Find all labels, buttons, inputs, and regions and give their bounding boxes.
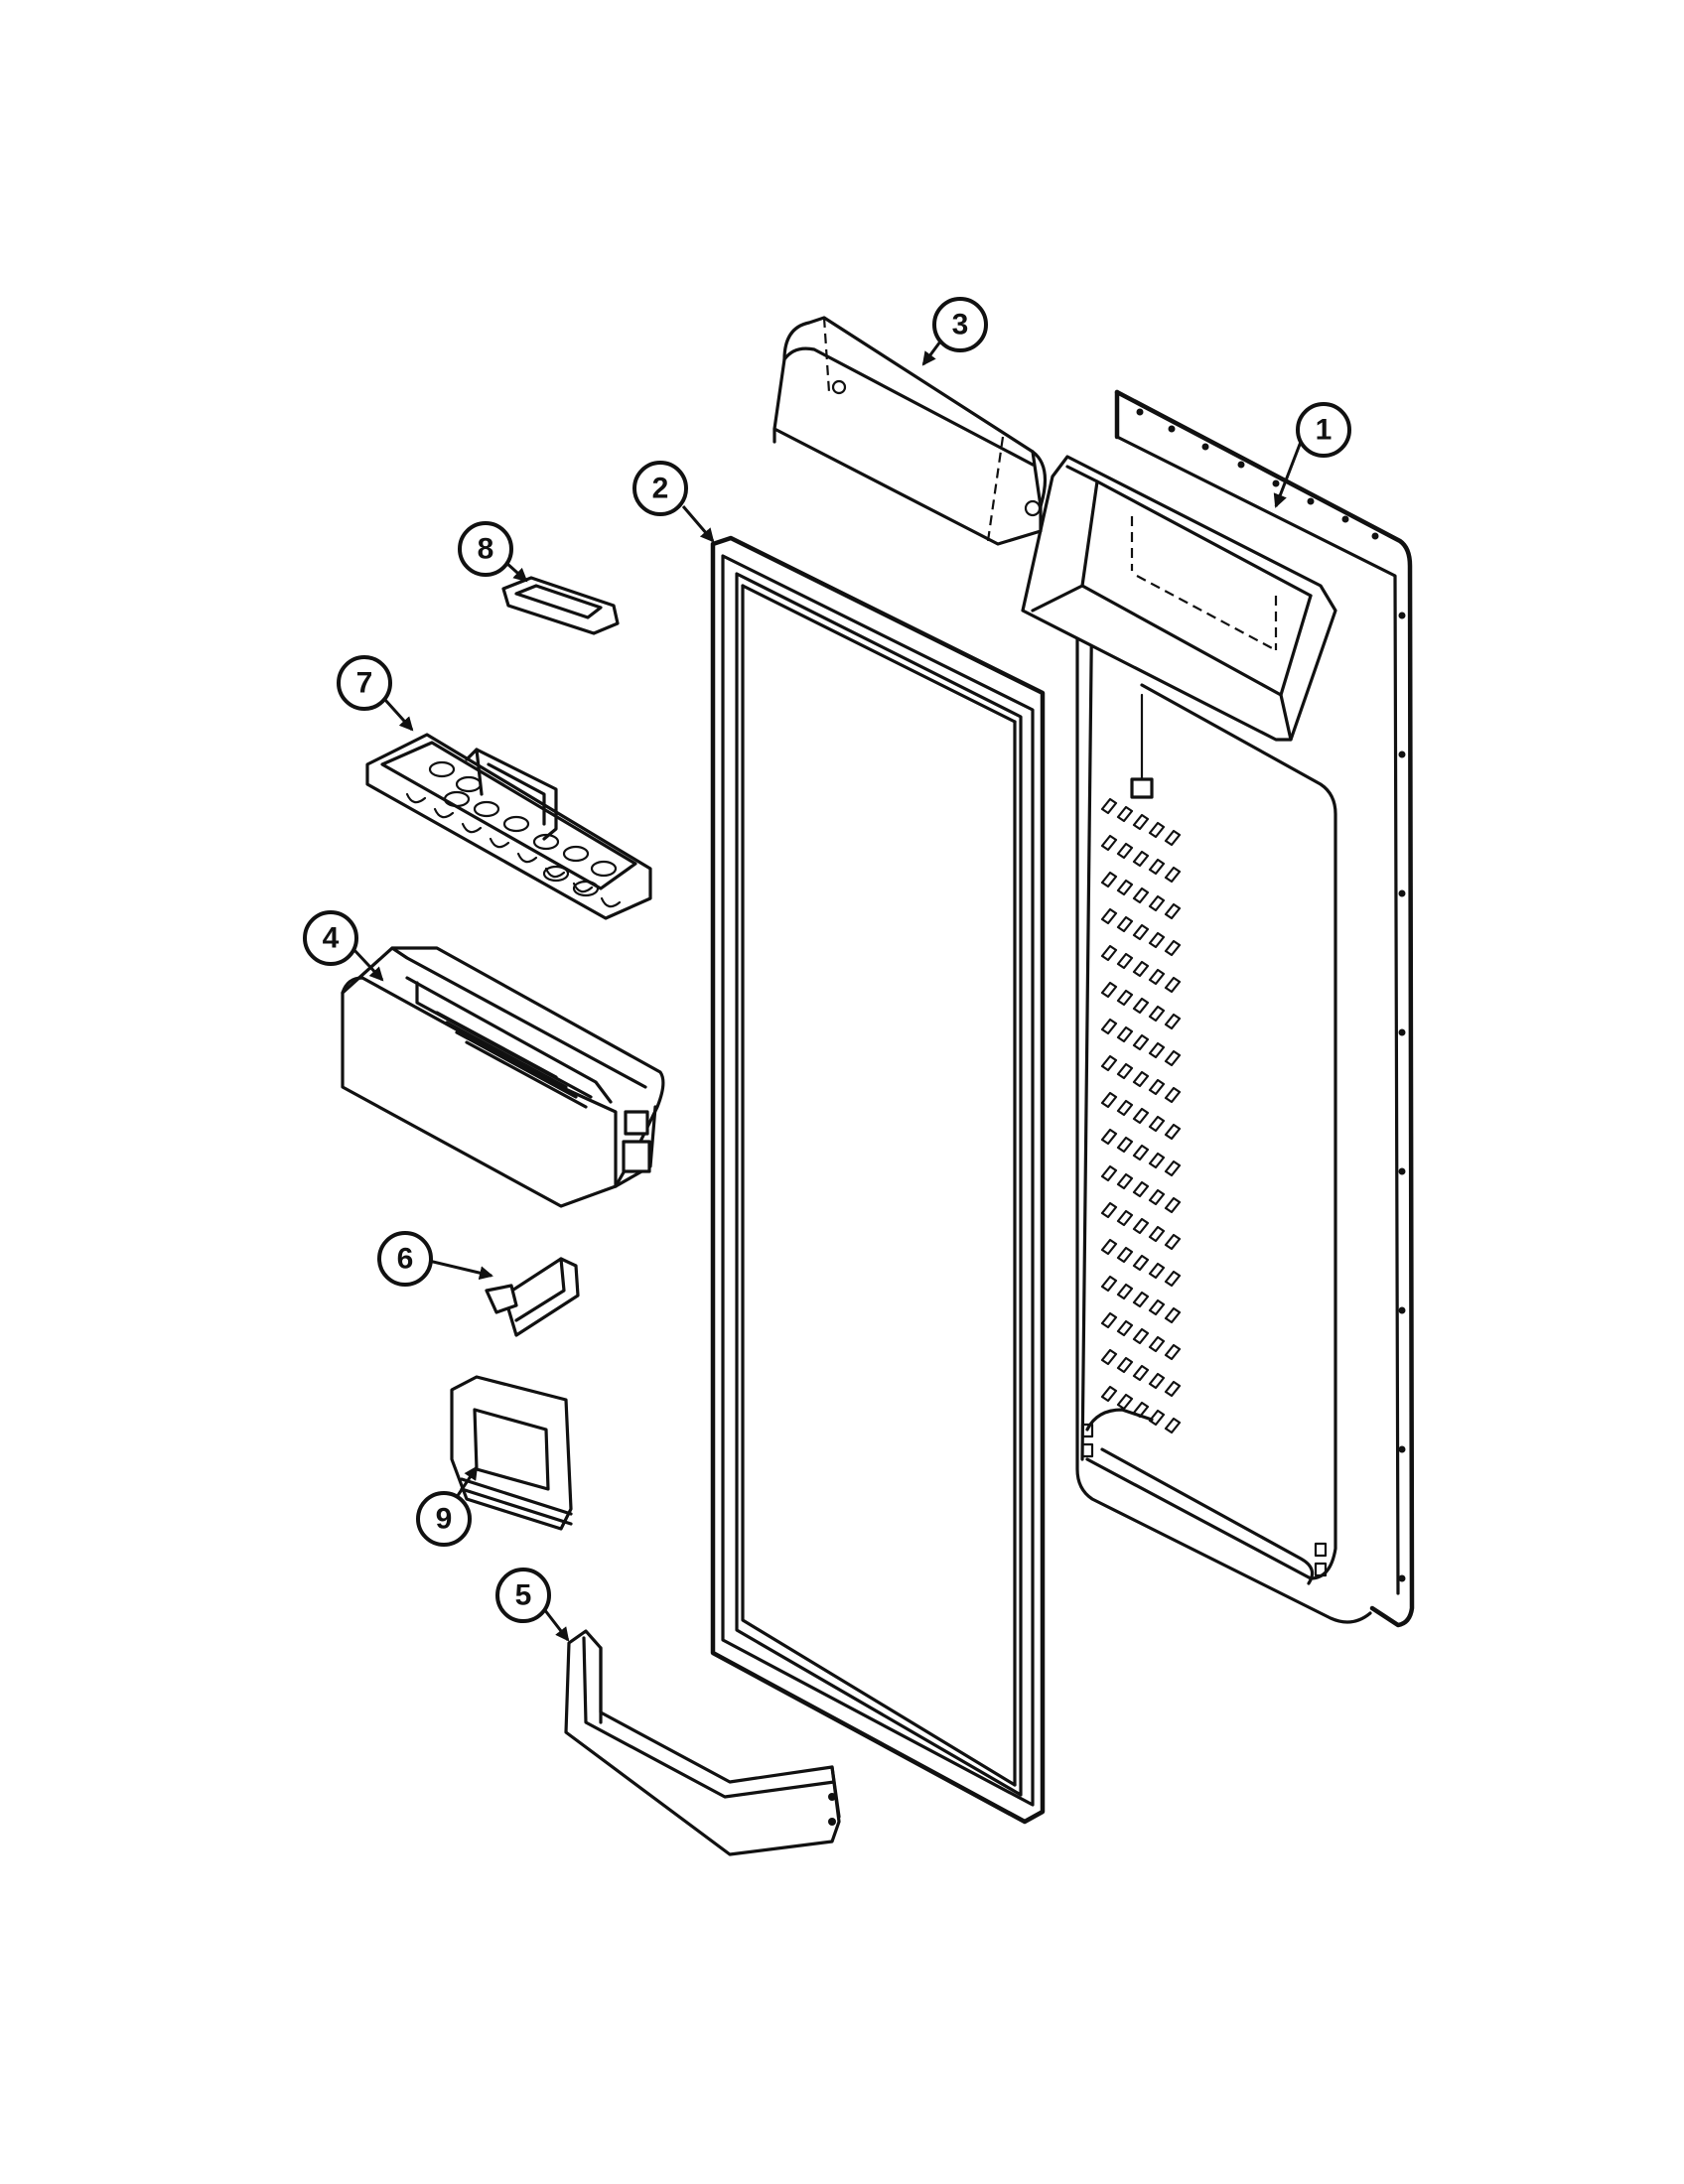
egg-cup [562, 845, 590, 863]
shelf-rib [1100, 1128, 1182, 1177]
egg-cup [572, 880, 600, 897]
egg-tray-foot [544, 867, 566, 879]
part-3-dairy-door [772, 316, 1048, 546]
callout-6-label: 6 [397, 1243, 414, 1276]
shelf-rib [1100, 1348, 1182, 1398]
shelf-rib [1100, 907, 1182, 957]
callout-3-label: 3 [952, 309, 969, 341]
shelf-rib [1100, 1238, 1182, 1288]
part-7-egg-tray [365, 733, 652, 920]
shelf-rib [1100, 1311, 1182, 1361]
egg-cup [443, 790, 471, 808]
part-4-door-bin [341, 946, 665, 1208]
egg-cup [542, 865, 570, 883]
egg-cup [502, 815, 530, 833]
callout-8-label: 8 [478, 533, 494, 566]
shelf-support-ribs [1100, 797, 1182, 1434]
callout-8: 8 [458, 521, 528, 583]
callout-2: 2 [632, 461, 715, 543]
egg-cup [473, 800, 500, 818]
callout-7: 7 [337, 655, 414, 732]
callout-4: 4 [303, 910, 384, 982]
callout-9: 9 [416, 1465, 479, 1547]
egg-tray-foot [405, 792, 427, 804]
shelf-rib [1100, 871, 1182, 920]
callout-7-label: 7 [356, 667, 373, 700]
egg-cup [532, 833, 560, 851]
shelf-rib [1100, 797, 1182, 847]
shelf-rib [1100, 1054, 1182, 1104]
callout-2-label: 2 [652, 473, 669, 505]
part-2-door-gasket [710, 535, 1046, 1825]
shelf-rib [1100, 944, 1182, 994]
egg-cup [428, 760, 456, 778]
callout-5: 5 [495, 1568, 570, 1642]
shelf-rib [1100, 1164, 1182, 1214]
part-9-dispenser-cover [450, 1375, 573, 1531]
egg-tray-foot [572, 882, 594, 893]
egg-tray-foot [433, 807, 455, 819]
part-1-door-liner [1021, 389, 1415, 1628]
flange-holes [1136, 408, 1406, 1582]
egg-tray-foot [516, 852, 538, 864]
shelf-rib [1100, 1385, 1182, 1434]
part-6-bracket [485, 1257, 580, 1337]
part-8-butter-lid [501, 576, 620, 635]
egg-tray-foot [461, 822, 483, 834]
part-5-shelf-bar [564, 1629, 841, 1856]
shelf-rib [1100, 981, 1182, 1030]
shelf-rib [1100, 1091, 1182, 1141]
callout-5-label: 5 [515, 1579, 532, 1612]
egg-tray-foot [489, 837, 510, 849]
egg-cups [405, 760, 622, 908]
shelf-rib [1100, 1275, 1182, 1324]
shelf-rib [1100, 1018, 1182, 1067]
callout-3: 3 [921, 297, 988, 366]
shelf-rib [1100, 834, 1182, 884]
egg-cup [590, 860, 618, 878]
egg-cup [455, 775, 483, 793]
callout-6: 6 [377, 1231, 493, 1287]
egg-tray-foot [600, 896, 622, 908]
shelf-rib [1100, 1201, 1182, 1251]
callout-9-label: 9 [436, 1503, 453, 1536]
callout-1: 1 [1273, 402, 1351, 508]
callout-4-label: 4 [323, 922, 340, 955]
callout-1-label: 1 [1316, 414, 1333, 447]
